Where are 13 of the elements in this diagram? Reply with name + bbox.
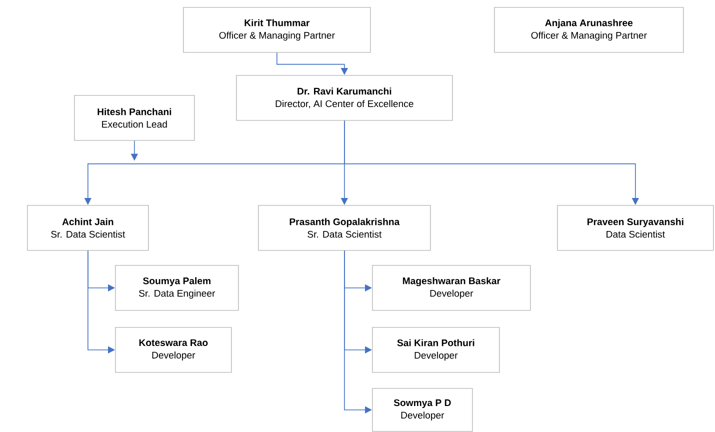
person-box: Praveen Suryavanshi Data Scientist [557,205,714,251]
person-box: Dr. Ravi Karumanchi Director, AI Center of Excellence [236,75,453,121]
person-box: Anjana Arunashree Officer & Managing Partner [494,7,684,53]
person-box: Hitesh Panchani Execution Lead [74,95,195,141]
person-box: Prasanth Gopalakrishna Sr. Data Scientist [258,205,431,251]
person-box: Kirit Thummar Officer & Managing Partner [183,7,371,53]
person-box: Koteswara Rao Developer [115,327,232,373]
person-box: Soumya Palem Sr. Data Engineer [115,265,239,311]
person-box: Sowmya P D Developer [372,388,473,432]
person-box: Achint Jain Sr. Data Scientist [27,205,149,251]
person-box: Mageshwaran Baskar Developer [372,265,531,311]
person-box: Sai Kiran Pothuri Developer [372,327,500,373]
arrow [344,120,640,205]
